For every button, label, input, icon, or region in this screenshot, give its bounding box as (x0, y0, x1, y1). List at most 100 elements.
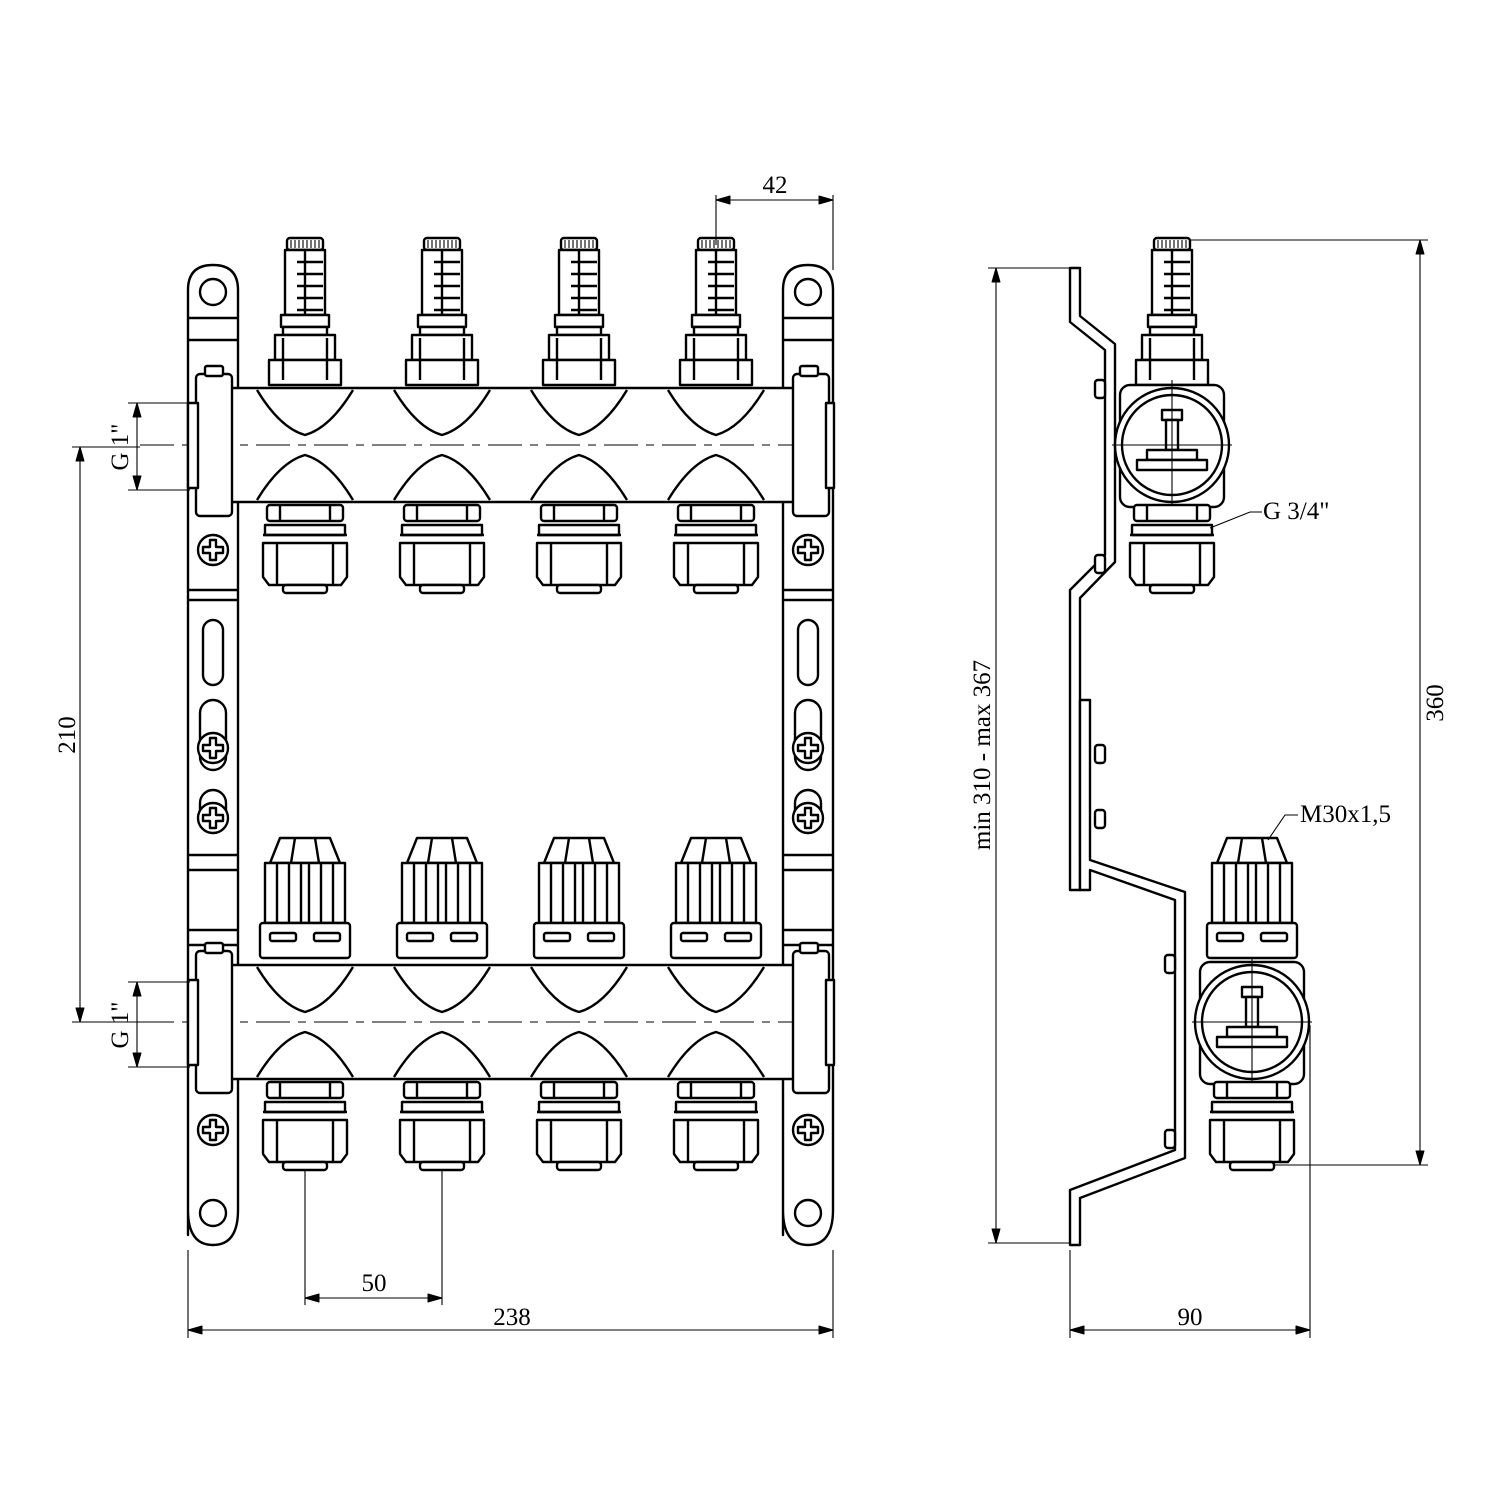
flowmeter-base (541, 358, 617, 387)
screw-icon (196, 801, 230, 835)
fitting-tail (692, 583, 740, 595)
valve-cap (258, 836, 352, 960)
valve-cap (395, 836, 489, 960)
bracket-clip (1163, 953, 1177, 975)
flowmeter-base (267, 358, 343, 387)
compression-fitting (1208, 1080, 1296, 1172)
dim-50: 50 (362, 1270, 387, 1297)
crown-ridge (563, 837, 595, 864)
cross-slot (796, 1118, 820, 1142)
leader-g34 (1209, 511, 1262, 529)
compression-fitting (672, 503, 760, 595)
boss-upper (255, 389, 355, 437)
upper-bracket (1068, 266, 1117, 892)
fitting-tail (1228, 1160, 1276, 1172)
dim-g1-top: G 1" (107, 423, 134, 470)
fitting-nut (539, 1080, 619, 1100)
boss-upper (255, 966, 355, 1014)
cross-slot (796, 736, 820, 760)
fitting-nut (1132, 503, 1212, 523)
dim-360: 360 (1422, 684, 1449, 722)
dimension-lines (72, 195, 1428, 1338)
fitting-nut (676, 503, 756, 523)
screw-icon (791, 1113, 825, 1147)
pipe-clamp (791, 949, 831, 1095)
dim-90: 90 (1178, 1304, 1203, 1331)
boss-lower (529, 453, 629, 501)
boss-upper (666, 389, 766, 437)
boss-upper (666, 966, 766, 1014)
mount-hole-top (198, 277, 228, 307)
cross-slot (796, 538, 820, 562)
compression-fitting (398, 1080, 486, 1172)
screw-head (196, 801, 230, 835)
fitting-hex (398, 541, 486, 587)
fitting-tail (1148, 583, 1196, 595)
compression-fitting (261, 503, 349, 595)
pipe-clamp (791, 372, 831, 518)
crown-ridge (1236, 837, 1268, 864)
flowmeter-body (547, 333, 611, 362)
boss-lower (529, 1030, 629, 1078)
fitting-tail (418, 1160, 466, 1172)
crown-ridge (426, 837, 458, 864)
flowmeter-nut (1146, 313, 1198, 329)
ring-slot (405, 931, 435, 943)
fitting-washer (1210, 1100, 1294, 1114)
lower-side-assembly (1192, 957, 1312, 1172)
boss-lower (392, 1030, 492, 1078)
screw-icon (196, 731, 230, 765)
cap-ring (258, 921, 352, 960)
flowmeter-base (404, 358, 480, 387)
compression-fitting (398, 503, 486, 595)
fitting-nut (402, 1080, 482, 1100)
crown-ridge (700, 837, 732, 864)
fitting-washer (674, 523, 758, 537)
mount-hole-bottom (198, 1198, 228, 1228)
bracket-clip (1093, 378, 1107, 400)
screw-head (791, 1113, 825, 1147)
screw-head (791, 801, 825, 835)
compression-fitting (1128, 503, 1216, 595)
fitting-nut (676, 1080, 756, 1100)
fitting-washer (263, 523, 347, 537)
inlet-thread (824, 401, 836, 490)
dim-min-max: min 310 - max 367 (969, 660, 996, 850)
compression-fitting (261, 1080, 349, 1172)
adjust-slot (796, 618, 820, 687)
fitting-washer (263, 1100, 347, 1114)
fitting-washer (400, 1100, 484, 1114)
fitting-hex (672, 1118, 760, 1164)
manifold-bar (140, 364, 836, 518)
cross-slot (201, 538, 225, 562)
boss-lower (666, 453, 766, 501)
boss-lower (255, 1030, 355, 1078)
cross-slot (201, 1118, 225, 1142)
cap-crown (1215, 836, 1289, 865)
fitting-nut (265, 503, 345, 523)
ring-slot (542, 931, 572, 943)
bracket-clip (1093, 553, 1107, 575)
side-view (1068, 236, 1312, 1247)
dim-arrows (304, 1293, 443, 1303)
ring-slot (449, 931, 479, 943)
cross-slot (201, 736, 225, 760)
cap-crown (542, 836, 616, 865)
compression-fitting (535, 1080, 623, 1172)
manifold-bar (140, 941, 836, 1095)
ring-slot (1215, 931, 1245, 943)
cross-slot (796, 806, 820, 830)
fitting-tail (692, 1160, 740, 1172)
screw-icon (791, 801, 825, 835)
flowmeter-nut (279, 313, 331, 329)
ring-slot (312, 931, 342, 943)
fitting-washer (674, 1100, 758, 1114)
ring-slot (1259, 931, 1289, 943)
screw-icon (196, 533, 230, 567)
cap-crown (679, 836, 753, 865)
fitting-tail (418, 583, 466, 595)
boss-upper (392, 966, 492, 1014)
boss-upper (529, 966, 629, 1014)
fitting-nut (1212, 1080, 1292, 1100)
boss-lower (666, 1030, 766, 1078)
